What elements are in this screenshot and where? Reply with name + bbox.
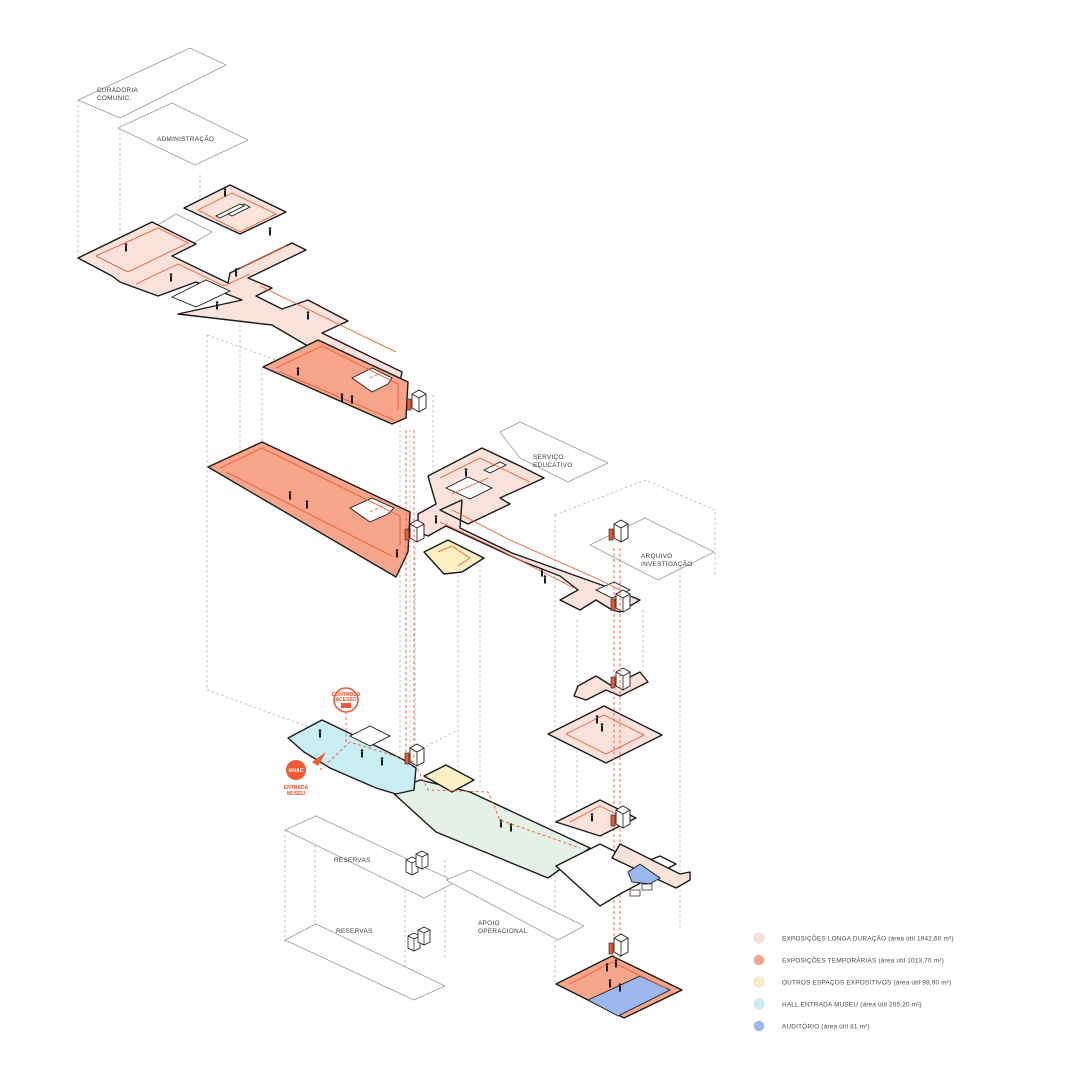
- controlo-label-1: CONTROLO: [332, 692, 361, 698]
- legend-label: AUDITÓRIO (área útil 81 m²): [782, 1021, 870, 1030]
- servico-educativo-label-1: SERVIÇO: [533, 454, 564, 461]
- floor-2: SERVIÇO EDUCATIVO: [207, 421, 641, 613]
- legend: EXPOSIÇÕES LONGA DURAÇÃO (área útil 1942…: [753, 932, 954, 1032]
- floor-arquivo: ARQUIVO INVESTIGAÇÃO: [589, 517, 715, 581]
- apoio-label-1: APOIO: [478, 920, 500, 927]
- auditorio-basement: [586, 975, 672, 1017]
- controlo-acesso-marker: CONTROLO ACESSO: [332, 687, 361, 713]
- outros-espacos-f0: [423, 764, 475, 793]
- apoio-operacional-room: [445, 869, 585, 941]
- outros-espacos-f2: [423, 539, 485, 575]
- legend-swatch: [753, 954, 765, 966]
- arquivo-label-2: INVESTIGAÇÃO: [641, 559, 693, 568]
- floor-admin: CURADORIA COMUNIC. ADMINISTRAÇÃO: [77, 47, 249, 166]
- reservas-1-label: RESERVAS: [334, 857, 371, 864]
- floor-right-ground: [555, 799, 691, 907]
- arquivo-room: [589, 517, 715, 581]
- floor-basement: RESERVAS RESERVAS APOIO OPERACIONAL: [284, 815, 683, 1019]
- reservas-2-label: RESERVAS: [336, 928, 373, 935]
- auditorio-f0: [627, 863, 661, 885]
- legend-swatch: [753, 976, 765, 988]
- arquivo-label-1: ARQUIVO: [641, 553, 673, 560]
- floor-3: [77, 184, 427, 425]
- legend-swatch: [753, 998, 765, 1010]
- reservas-2-room: [284, 923, 446, 1001]
- floor-right-lower: [547, 667, 663, 764]
- entry-arrow-icon: [312, 752, 326, 766]
- entrada-label-2: MUSEU: [287, 791, 305, 797]
- curadoria-label-1: CURADORIA: [97, 87, 138, 94]
- curadoria-room: [77, 47, 227, 119]
- entrada-museu-marker: MNAC ENTRADA MUSEU: [284, 752, 326, 797]
- apoio-label-2: OPERACIONAL: [478, 928, 528, 935]
- mnac-label: MNAC: [289, 768, 304, 774]
- exposicao-longa-right: [547, 705, 663, 764]
- servico-educativo-label-2: EDUCATIVO: [533, 462, 573, 469]
- servico-educativo-room: [499, 421, 609, 483]
- administracao-room: [117, 102, 249, 166]
- legend-swatch: [753, 1020, 765, 1032]
- legend-label: OUTROS ESPAÇOS EXPOSITIVOS (área útil 98…: [782, 979, 951, 986]
- legend-label: EXPOSIÇÕES TEMPORÁRIAS (área útil 1013,7…: [782, 955, 944, 964]
- legend-swatch: [753, 932, 765, 944]
- legend-label: EXPOSIÇÕES LONGA DURAÇÃO (área útil 1942…: [782, 933, 954, 942]
- legend-label: HALL ENTRADA MUSEU (área útil 205,20 m²): [782, 1001, 922, 1008]
- entrada-label-1: ENTRADA: [284, 785, 309, 791]
- floor-ground: [287, 430, 621, 990]
- pavimento-exterior: [391, 779, 591, 879]
- curadoria-label-2: COMUNIC.: [97, 95, 132, 102]
- administracao-label: ADMINISTRAÇÃO: [157, 134, 214, 143]
- controlo-label-2: ACESSO: [335, 697, 356, 703]
- turnstile-icon: [341, 703, 351, 708]
